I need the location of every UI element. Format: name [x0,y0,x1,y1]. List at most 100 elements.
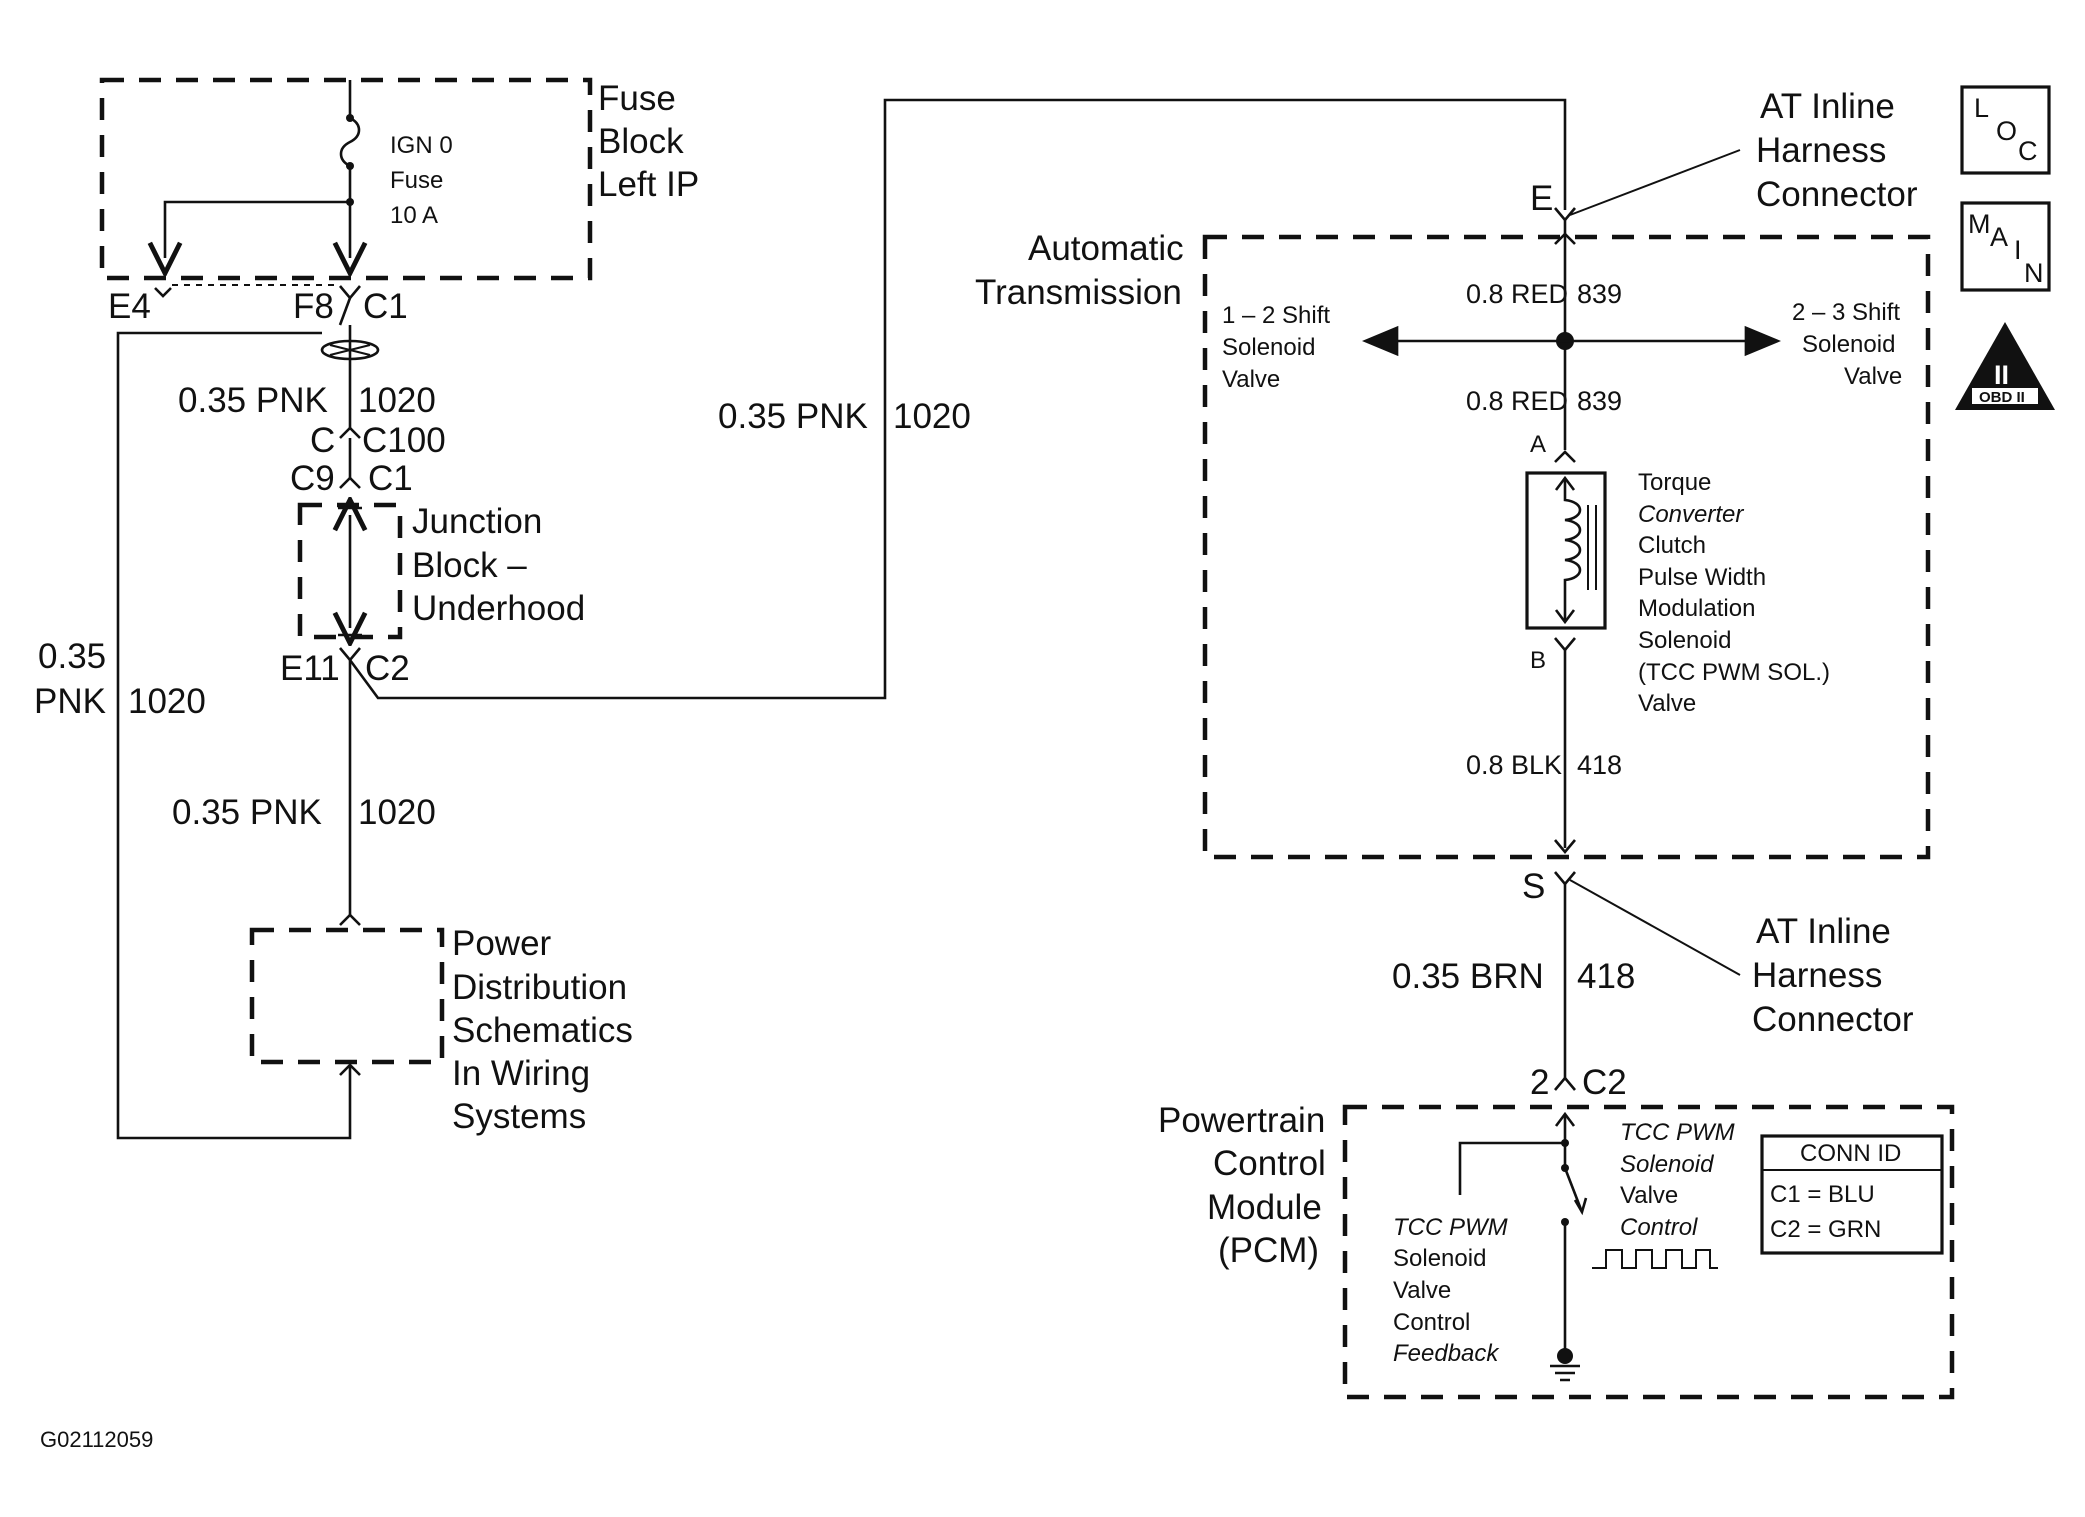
wire-1020-loop-size-2: PNK [34,682,106,721]
junction-bottom-pin: E11 [280,649,340,688]
loc-letter-c: C [2018,136,2038,166]
wire-1020-lower-circuit: 1020 [358,793,436,832]
fuse-branch-wire [165,200,350,258]
wire-1020-loop [116,331,352,1140]
pcm-control-line-1: TCC PWM [1620,1119,1735,1146]
harness-bottom-pin: S [1522,867,1545,906]
harness-top-title-3: Connector [1756,175,1918,214]
pnk-lower-wires: 0.35 PNK 1020 0.35 PNK 1020 [172,98,1567,926]
c100-pin: C [310,421,335,460]
obd-numeral: II [1994,360,2009,390]
pnk-loop-wire: 0.35 PNK 1020 [34,331,361,1140]
wire-1020-loop-circuit: 1020 [128,682,206,721]
pcm-feedback-line-5: Feedback [1393,1340,1500,1367]
fuse-top-node [346,114,354,122]
harness-top-title-2: Harness [1756,131,1886,170]
fuse-terminal-f8: F8 [293,287,334,326]
conn-id-table [1760,1134,1944,1255]
fuse-type: Fuse [390,167,443,194]
pin-a-terminal [1554,450,1576,463]
pnk-upper-wire: 0.35 PNK 1020 C C100 C9 C1 [178,285,446,498]
tcc-line-5: Modulation [1638,595,1755,622]
power-dist-line-5: Systems [452,1097,586,1136]
tcc-line-8: Valve [1638,690,1696,717]
fuse-block-title-1: Fuse [598,79,676,118]
pcm-outline [1342,1104,1955,1400]
fuse-terminal-e4: E4 [108,287,151,326]
pcm-feedback-line-2: Solenoid [1393,1245,1486,1272]
e4-open-terminal [154,287,172,298]
loc-letter-l: L [1974,93,1989,123]
shift-12-line-1: 1 – 2 Shift [1222,302,1330,329]
junction-block: Junction Block – Underhood E11 C2 [280,502,585,688]
conn-id-row-2: C2 = GRN [1770,1216,1881,1243]
pcm-feedback-line-4: Control [1393,1309,1470,1336]
power-dist-line-2: Distribution [452,968,627,1007]
fuse-block-outline [99,77,593,281]
fuse-block-title-2: Block [598,122,684,161]
conn-id-title: CONN ID [1800,1140,1901,1167]
wire-1020-mid-size: 0.35 PNK [718,397,868,436]
figure-id: G02112059 [40,1427,153,1452]
tcc-line-2: Converter [1638,501,1744,528]
tcc-top-arrow [1554,475,1576,491]
c100-connector: C100 [362,421,446,460]
c100-terminal-mark [339,426,361,439]
fuse-connector-c1: C1 [363,287,408,326]
tcc-line-7: (TCC PWM SOL.) [1638,659,1830,686]
wire-418-internal-size: 0.8 BLK [1466,750,1562,780]
wire-839-upper-circuit: 839 [1577,279,1622,309]
tcc-solenoid-box [1525,471,1607,630]
main-letter-i: I [2014,235,2022,265]
harness-connector-bottom: S AT Inline Harness Connector 0.35 BRN 4… [1392,867,1914,1078]
transmission-title-2: Transmission [975,273,1182,312]
wire-418-internal-circuit: 418 [1577,750,1622,780]
power-distribution: Power Distribution Schematics In Wiring … [249,924,633,1136]
power-dist-line-3: Schematics [452,1011,633,1050]
loc-symbol-icon: L O C [1960,85,2051,175]
fuse-name: IGN 0 [390,132,453,159]
transmission-exit-terminal [1554,839,1576,855]
pcm-control-line-3: Valve [1620,1182,1678,1209]
power-dist-line-1: Power [452,924,552,963]
main-letter-n: N [2024,258,2044,288]
harness-bottom-title-1: AT Inline [1756,912,1891,951]
powertrain-control-module: 2 C2 Powertrain Control Module (PCM) TCC… [1158,1063,1955,1400]
ground-icon [1550,1364,1580,1382]
tcc-core-bars [1587,505,1597,590]
harness-top-pin: E [1530,179,1553,218]
pcm-feedback-wire [1458,1141,1565,1195]
tcc-pin-b: B [1530,647,1546,674]
wire-1020-loop-size-1: 0.35 [38,637,106,676]
wire-418-external-size: 0.35 BRN [1392,957,1544,996]
main-symbol-icon: M A I N [1960,201,2051,292]
tcc-bottom-arrow [1554,609,1576,625]
symbols: L O C M A I N II OBD II [1955,85,2055,410]
pcm-control-line-2: Solenoid [1620,1151,1714,1178]
wire-839-lower-size: 0.8 RED [1466,386,1568,416]
pcm-connector: C2 [1582,1063,1627,1102]
loc-letter-o: O [1996,116,2017,146]
c9-terminal-mark [339,476,361,489]
shift-12-line-2: Solenoid [1222,334,1315,361]
junction-title-3: Underhood [412,589,585,628]
harness-bottom-title-2: Harness [1752,956,1882,995]
e11-terminal-mark [339,647,361,663]
f8-terminal-mark [339,285,361,301]
tcc-line-6: Solenoid [1638,627,1731,654]
pcm-input-terminal [1554,1075,1576,1091]
power-distribution-outline [249,927,445,1065]
harness-top-title-1: AT Inline [1760,87,1895,126]
wire-1020-lower-size: 0.35 PNK [172,793,322,832]
pcm-control-line-4: Control [1620,1214,1698,1241]
f8-splice-diagonal [338,297,352,326]
wire-418-external-circuit: 418 [1577,957,1635,996]
power-dist-line-4: In Wiring [452,1054,590,1093]
power-dist-top-terminal [339,913,361,926]
wire-1020-to-transmission [348,98,1567,700]
wire-839-lower-circuit: 839 [1577,386,1622,416]
tcc-solenoid-winding-icon [1563,480,1582,620]
pcm-title-2: Control [1213,1144,1326,1183]
pcm-feedback-line-3: Valve [1393,1277,1451,1304]
